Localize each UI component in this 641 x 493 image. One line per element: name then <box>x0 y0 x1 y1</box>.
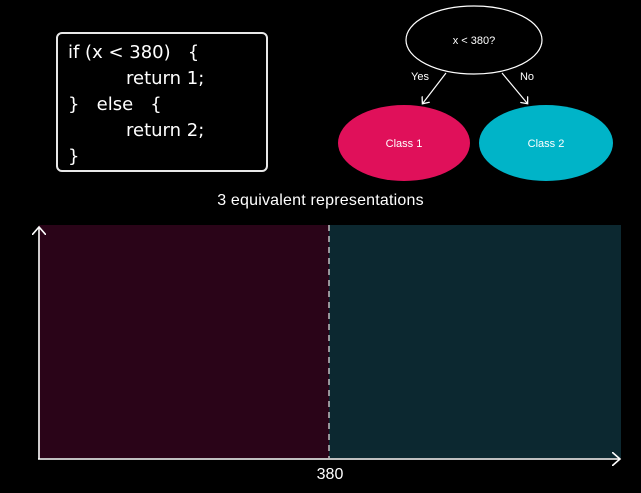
threshold-tick-label: 380 <box>316 466 344 483</box>
tree-leaf-class-2 <box>479 105 613 181</box>
plot-region-class-1 <box>39 225 329 458</box>
tree-root-node <box>405 5 543 75</box>
tree-edge-no <box>501 72 527 103</box>
tree-edge-yes-label: Yes <box>411 71 429 83</box>
tree-leaf-class-2-label: Class 2 <box>528 138 565 150</box>
tree-root-label: x < 380? <box>453 35 496 47</box>
tree-edge-no-label: No <box>520 71 534 83</box>
code-line-close-brace: } <box>68 146 80 167</box>
code-line-return-1: return 1; <box>126 68 205 89</box>
code-line-return-2: return 2; <box>126 120 205 141</box>
code-line-if: if (x < 380) { <box>68 42 200 63</box>
code-box: if (x < 380) { return 1; } else { return… <box>56 32 268 172</box>
caption: 3 equivalent representations <box>217 192 424 209</box>
code-line-else: } else { <box>68 94 162 115</box>
tree-leaf-class-1-label: Class 1 <box>386 138 423 150</box>
tree-leaf-class-1 <box>338 105 470 181</box>
plot-region-class-2 <box>329 225 621 458</box>
tree-edge-yes <box>423 72 447 103</box>
